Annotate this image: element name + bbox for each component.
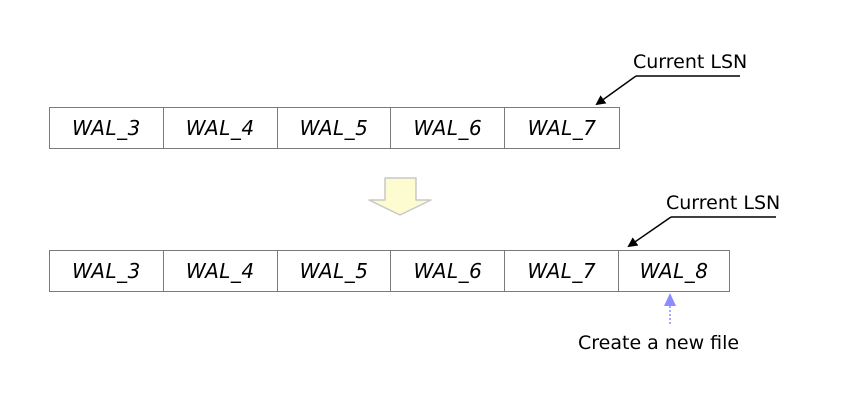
wal-segment-current: WAL_7 [527, 116, 597, 140]
current-lsn-label-top: Current LSN [633, 51, 748, 73]
wal-segment: WAL_4 [164, 251, 278, 291]
wal-segment: WAL_5 [278, 108, 392, 148]
wal-segments-after: WAL_3 WAL_4 WAL_5 WAL_6 WAL_7 WAL_8 [49, 250, 730, 292]
current-lsn-pointer-top [595, 75, 740, 106]
wal-segment: WAL_4 [164, 108, 278, 148]
wal-segment-new: WAL_8 [639, 259, 709, 283]
wal-segments-before: WAL_3 WAL_4 WAL_5 WAL_6 WAL_7 [49, 107, 620, 149]
new-file-arrow [664, 293, 676, 324]
wal-segment: WAL_3 [50, 251, 164, 291]
current-lsn-label-bottom: Current LSN [666, 192, 781, 214]
wal-segment: WAL_7 [505, 251, 620, 291]
create-new-file-label: Create a new file [578, 332, 740, 354]
current-lsn-pointer-bottom [627, 216, 776, 248]
wal-segment: WAL_3 [50, 108, 164, 148]
wal-segment: WAL_6 [391, 251, 506, 291]
down-arrow-icon [368, 177, 432, 216]
wal-segment: WAL_6 [391, 108, 506, 148]
wal-segment: WAL_5 [278, 251, 392, 291]
